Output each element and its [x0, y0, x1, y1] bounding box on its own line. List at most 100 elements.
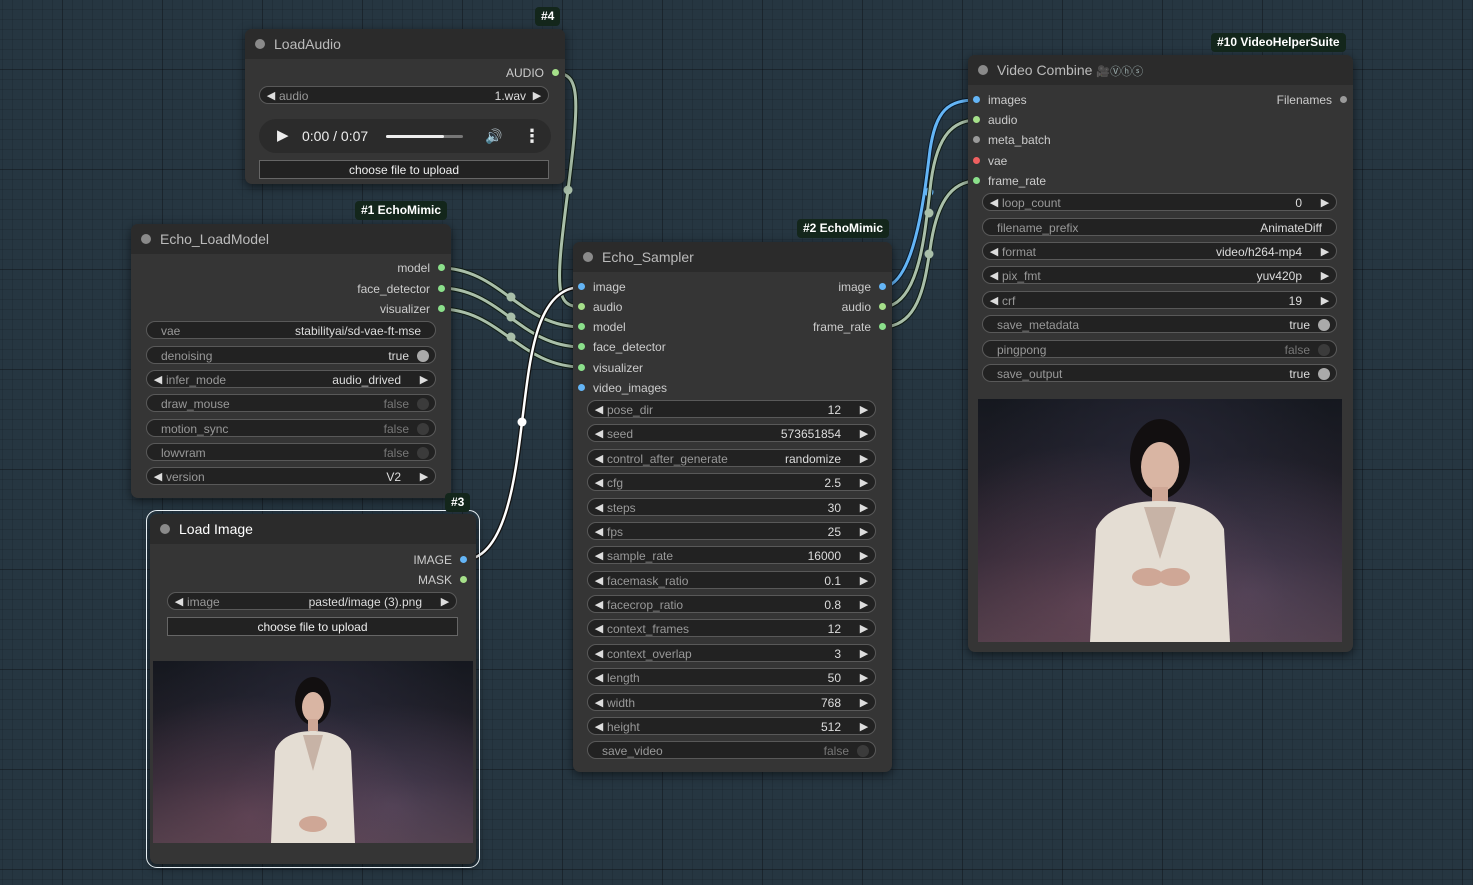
slot-dot-icon[interactable]	[973, 157, 980, 164]
input-image[interactable]: image	[578, 277, 728, 297]
video-combine-node[interactable]: Video Combine 🎥Ⓥⓗⓢ images audio meta_bat…	[968, 55, 1353, 652]
node-title[interactable]: Load Image	[150, 514, 476, 544]
arrow-left-icon[interactable]: ◀	[153, 471, 163, 483]
slot-dot-icon[interactable]	[578, 364, 585, 371]
arrow-right-icon[interactable]: ▶	[859, 575, 869, 587]
load-audio-node[interactable]: LoadAudio AUDIO ◀ audio 1.wav ▶ ▶ 0:00 /…	[245, 29, 565, 184]
output-frame-rate[interactable]: frame_rate	[766, 317, 886, 337]
arrow-left-icon[interactable]: ◀	[594, 697, 604, 709]
output-visualizer[interactable]: visualizer	[295, 299, 445, 319]
slot-dot-icon[interactable]	[578, 384, 585, 391]
input-face-detector[interactable]: face_detector	[578, 337, 728, 357]
slot-dot-icon[interactable]	[973, 177, 980, 184]
input-vae[interactable]: vae	[973, 151, 1123, 171]
play-icon[interactable]: ▶	[277, 127, 289, 144]
arrow-right-icon[interactable]: ▶	[859, 672, 869, 684]
slot-dot-icon[interactable]	[460, 576, 467, 583]
toggle-knob-icon[interactable]	[417, 447, 429, 459]
arrow-left-icon[interactable]: ◀	[594, 404, 604, 416]
node-title[interactable]: Echo_LoadModel	[131, 224, 451, 254]
node-title[interactable]: LoadAudio	[245, 29, 565, 59]
slot-dot-icon[interactable]	[578, 303, 585, 310]
arrow-left-icon[interactable]: ◀	[594, 550, 604, 562]
toggle-knob-icon[interactable]	[417, 398, 429, 410]
arrow-right-icon[interactable]: ▶	[1320, 197, 1330, 209]
slot-dot-icon[interactable]	[578, 323, 585, 330]
arrow-right-icon[interactable]: ▶	[859, 428, 869, 440]
node-title[interactable]: Video Combine 🎥Ⓥⓗⓢ	[968, 55, 1353, 85]
slot-dot-icon[interactable]	[438, 285, 445, 292]
slot-dot-icon[interactable]	[578, 283, 585, 290]
arrow-right-icon[interactable]: ▶	[859, 721, 869, 733]
arrow-right-icon[interactable]: ▶	[859, 550, 869, 562]
arrow-left-icon[interactable]: ◀	[594, 623, 604, 635]
collapse-dot-icon[interactable]	[255, 39, 265, 49]
arrow-right-icon[interactable]: ▶	[419, 374, 429, 386]
arrow-left-icon[interactable]: ◀	[594, 477, 604, 489]
slot-dot-icon[interactable]	[879, 323, 886, 330]
arrow-left-icon[interactable]: ◀	[266, 90, 276, 102]
input-audio[interactable]: audio	[973, 110, 1123, 130]
output-mask[interactable]: MASK	[347, 570, 467, 590]
arrow-left-icon[interactable]: ◀	[594, 502, 604, 514]
arrow-left-icon[interactable]: ◀	[989, 197, 999, 209]
output-audio[interactable]: audio	[766, 297, 886, 317]
collapse-dot-icon[interactable]	[583, 252, 593, 262]
volume-icon[interactable]: 🔊	[485, 128, 503, 144]
arrow-left-icon[interactable]: ◀	[153, 374, 163, 386]
input-meta-batch[interactable]: meta_batch	[973, 130, 1123, 150]
arrow-right-icon[interactable]: ▶	[1320, 295, 1330, 307]
output-audio[interactable]: AUDIO	[439, 63, 559, 83]
output-filenames[interactable]: Filenames	[1227, 90, 1347, 110]
arrow-left-icon[interactable]: ◀	[174, 596, 184, 608]
input-audio[interactable]: audio	[578, 297, 728, 317]
output-image[interactable]: image	[766, 277, 886, 297]
toggle-knob-icon[interactable]	[857, 745, 869, 757]
audio-player[interactable]: ▶ 0:00 / 0:07 🔊 ⋮	[259, 119, 551, 153]
slot-dot-icon[interactable]	[879, 303, 886, 310]
upload-button[interactable]: choose file to upload	[167, 617, 458, 636]
collapse-dot-icon[interactable]	[160, 524, 170, 534]
arrow-right-icon[interactable]: ▶	[859, 648, 869, 660]
input-model[interactable]: model	[578, 317, 728, 337]
arrow-right-icon[interactable]: ▶	[859, 477, 869, 489]
input-video-images[interactable]: video_images	[578, 378, 728, 398]
arrow-right-icon[interactable]: ▶	[859, 502, 869, 514]
arrow-left-icon[interactable]: ◀	[989, 246, 999, 258]
upload-button[interactable]: choose file to upload	[259, 160, 549, 179]
player-progress-bar[interactable]	[386, 135, 463, 138]
slot-dot-icon[interactable]	[438, 305, 445, 312]
more-options-icon[interactable]: ⋮	[523, 126, 541, 146]
arrow-right-icon[interactable]: ▶	[859, 526, 869, 538]
arrow-left-icon[interactable]: ◀	[989, 295, 999, 307]
input-visualizer[interactable]: visualizer	[578, 358, 728, 378]
echo-loadmodel-node[interactable]: Echo_LoadModel model face_detector visua…	[131, 224, 451, 498]
input-frame-rate[interactable]: frame_rate	[973, 171, 1123, 191]
echo-sampler-node[interactable]: Echo_Sampler image audio model face_dete…	[573, 242, 892, 772]
video-preview[interactable]	[978, 399, 1342, 642]
arrow-left-icon[interactable]: ◀	[989, 270, 999, 282]
slot-dot-icon[interactable]	[1340, 96, 1347, 103]
arrow-left-icon[interactable]: ◀	[594, 648, 604, 660]
arrow-right-icon[interactable]: ▶	[859, 404, 869, 416]
